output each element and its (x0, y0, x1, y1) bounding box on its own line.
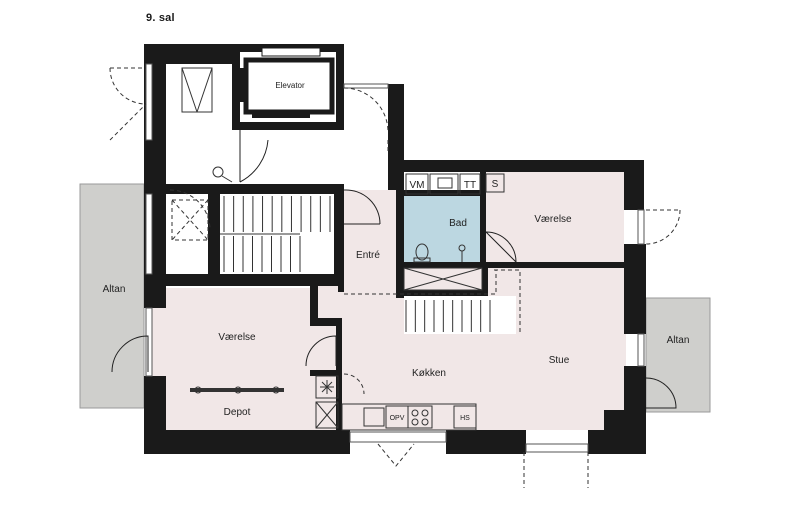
label-entre: Entré (356, 250, 380, 261)
sink-box (429, 173, 459, 195)
s-box (485, 173, 505, 193)
windows (145, 63, 645, 453)
label-kokken: Køkken (412, 368, 446, 379)
label-vm: VM (410, 180, 425, 191)
fixtures (190, 166, 505, 431)
label-elevator: Elevator (275, 81, 305, 90)
label-tt: TT (464, 180, 476, 191)
label-opv: OPV (390, 415, 405, 422)
label-s: S (492, 179, 499, 190)
label-depot: Depot (224, 407, 251, 418)
label-stue: Stue (549, 355, 570, 366)
elevator (240, 47, 335, 118)
staircase-main (220, 194, 334, 274)
label-vaerelse-left: Værelse (218, 332, 256, 343)
doors (109, 67, 681, 488)
room-stue (486, 262, 626, 430)
tt-box (459, 173, 481, 195)
vm-box (405, 173, 429, 195)
label-bad: Bad (449, 218, 467, 229)
floor-title: 9. sal (146, 12, 175, 24)
room-vaerelse-top (484, 172, 624, 264)
label-altan-right: Altan (667, 335, 690, 346)
shafts (171, 67, 213, 241)
altan-right (645, 297, 711, 413)
toilet-icon (415, 243, 429, 261)
labels: Elevator VM TT S Bad Værelse Entré Altan… (103, 81, 690, 422)
floor-fills (79, 172, 711, 430)
altan-left (79, 183, 145, 409)
walls (144, 44, 646, 454)
fan-icon (315, 375, 339, 399)
label-vaerelse-top: Værelse (534, 214, 572, 225)
kitchen-sink-icon (363, 407, 385, 427)
room-vaerelse-left (150, 288, 336, 430)
hob-icon (407, 405, 433, 429)
label-altan-left: Altan (103, 284, 126, 295)
staircase-internal (404, 296, 516, 334)
depot-rail (190, 388, 284, 392)
label-hs: HS (460, 415, 470, 422)
room-bad (404, 196, 482, 264)
